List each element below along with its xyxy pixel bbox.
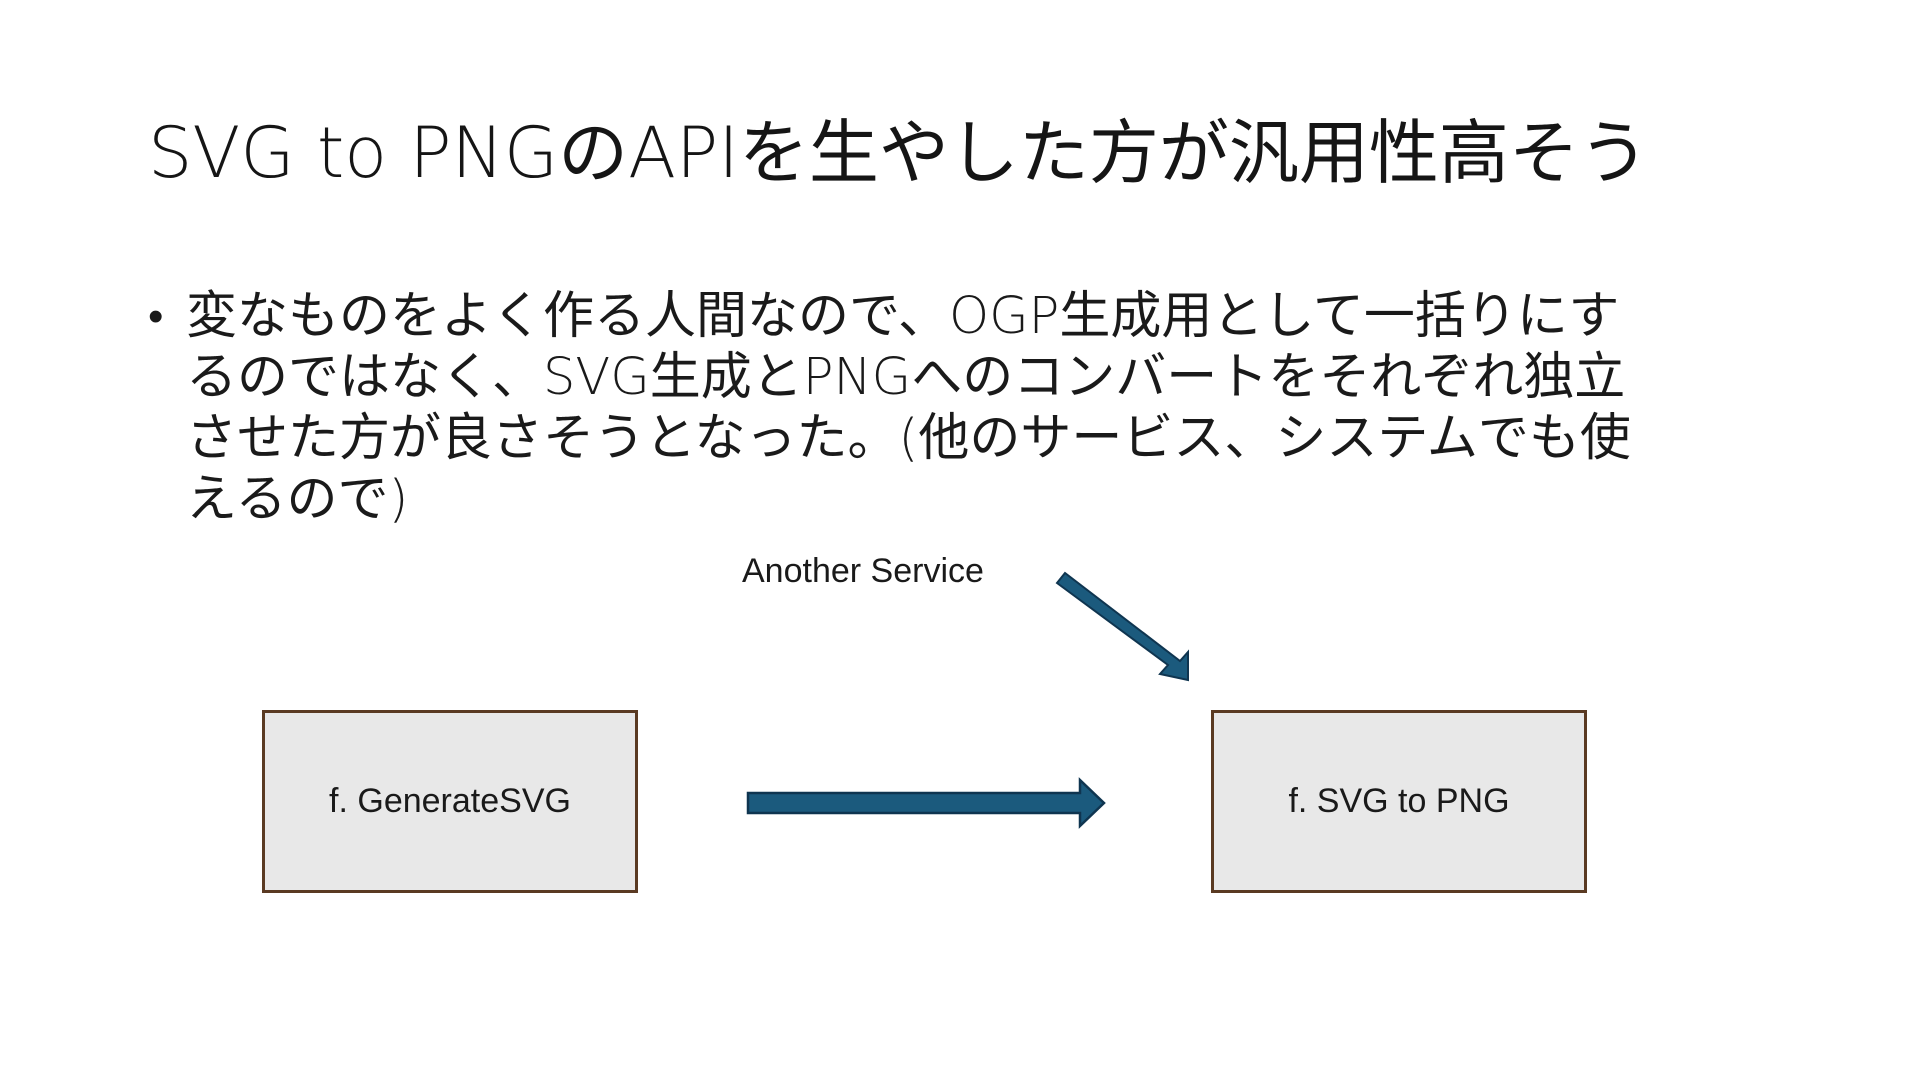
svg-to-png-label: f. SVG to PNG bbox=[1288, 782, 1510, 820]
slide-title: SVG to PNGのAPIを生やした方が汎用性高そう bbox=[148, 112, 1649, 194]
bullet-list: • 変なものをよく作る人間なので、OGP生成用として一括りにす るのではなく、S… bbox=[148, 286, 1798, 530]
bullet-line: るのではなく、SVG生成とPNGへのコンバートをそれぞれ独立 bbox=[186, 348, 1626, 407]
bullet-line: えるので) bbox=[186, 470, 409, 529]
bullet-line: 変なものをよく作る人間なので、OGP生成用として一括りにす bbox=[186, 287, 1620, 346]
architecture-diagram: Another Service f. GenerateSVG f. SVG to… bbox=[0, 540, 1920, 940]
bullet-marker: • bbox=[148, 291, 164, 342]
generate-svg-box: f. GenerateSVG bbox=[262, 710, 638, 893]
diagonal-arrow bbox=[1055, 571, 1189, 682]
diagram-arrows bbox=[746, 571, 1189, 829]
generate-svg-label: f. GenerateSVG bbox=[329, 782, 571, 820]
horizontal-arrow bbox=[746, 777, 1106, 829]
bullet-item: • 変なものをよく作る人間なので、OGP生成用として一括りにす るのではなく、S… bbox=[148, 286, 1798, 530]
svg-to-png-box: f. SVG to PNG bbox=[1211, 710, 1587, 893]
another-service-label: Another Service bbox=[742, 552, 984, 590]
arrow-another-to-convert bbox=[1055, 571, 1189, 682]
arrow-generate-to-convert bbox=[746, 777, 1106, 829]
bullet-line: させた方が良さそうとなった。(他のサービス、システムでも使 bbox=[186, 409, 1631, 468]
